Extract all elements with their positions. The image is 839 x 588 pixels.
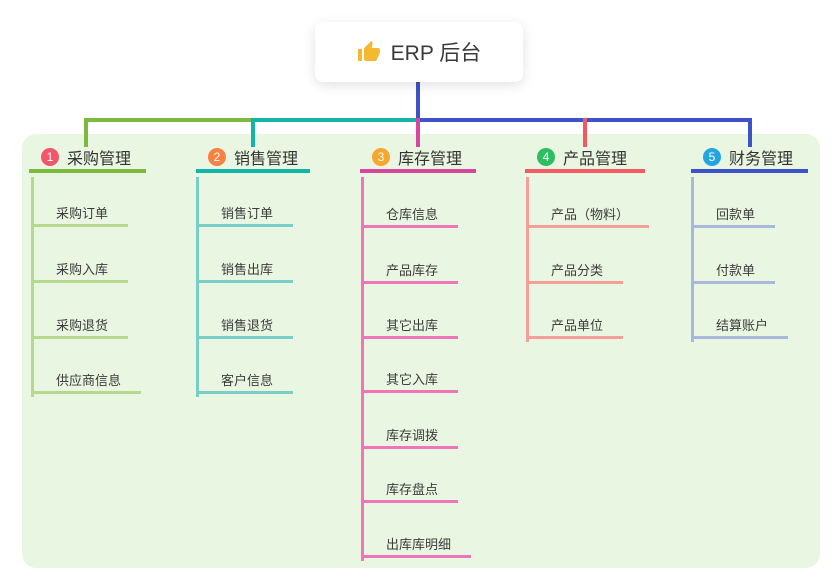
child-node[interactable]: 库存盘点 (361, 476, 459, 503)
child-node-label: 产品（物料） (551, 207, 630, 222)
background-panel (22, 134, 820, 568)
child-node[interactable]: 其它入库 (361, 366, 459, 393)
child-node[interactable]: 客户信息 (196, 367, 294, 394)
branch-number-badge: 1 (41, 148, 59, 166)
child-node[interactable]: 产品单位 (526, 312, 624, 339)
child-node-label: 结算账户 (716, 318, 769, 333)
root-label: ERP 后台 (390, 42, 482, 65)
branch-label: 财务管理 (729, 151, 794, 168)
child-node-label: 销售订单 (221, 206, 274, 221)
branch-drop-3 (416, 118, 420, 147)
child-node[interactable]: 采购退货 (31, 312, 129, 339)
branch-header-4[interactable]: 4 产品管理 (525, 145, 645, 173)
child-node-label: 供应商信息 (56, 373, 122, 388)
child-node-label: 其它出库 (386, 318, 439, 333)
child-node[interactable]: 产品（物料） (526, 201, 650, 228)
branch-number-badge: 5 (703, 148, 721, 166)
child-node-label: 采购入库 (56, 262, 109, 277)
child-node[interactable]: 付款单 (691, 257, 776, 284)
child-node-label: 仓库信息 (386, 207, 439, 222)
branch-label: 库存管理 (398, 151, 463, 168)
child-node-label: 其它入库 (386, 372, 439, 387)
top-connector-middle (253, 118, 418, 122)
thumbs-up-icon (357, 40, 381, 64)
child-node-label: 付款单 (716, 263, 756, 278)
branch-label: 采购管理 (67, 151, 132, 168)
branch-number-badge: 3 (372, 148, 390, 166)
child-node-label: 库存盘点 (386, 482, 439, 497)
branch-label: 产品管理 (563, 151, 628, 168)
child-node[interactable]: 销售退货 (196, 312, 294, 339)
child-node-label: 库存调拨 (386, 428, 439, 443)
branch-label: 销售管理 (234, 151, 299, 168)
child-node[interactable]: 结算账户 (691, 312, 789, 339)
child-node-label: 采购退货 (56, 318, 109, 333)
top-connector-left (84, 118, 253, 122)
branch-header-5[interactable]: 5 财务管理 (691, 145, 808, 173)
root-node[interactable]: ERP 后台 (315, 22, 523, 82)
child-node-label: 销售退货 (221, 318, 274, 333)
child-node[interactable]: 供应商信息 (31, 367, 142, 394)
child-node-label: 产品分类 (551, 263, 604, 278)
child-node[interactable]: 其它出库 (361, 312, 459, 339)
child-node-label: 客户信息 (221, 373, 274, 388)
branch-drop-1 (84, 118, 88, 147)
child-node[interactable]: 仓库信息 (361, 201, 459, 228)
child-node[interactable]: 库存调拨 (361, 422, 459, 449)
branch-drop-4 (583, 118, 587, 147)
root-connector-stem (416, 82, 420, 122)
branch-number-badge: 2 (208, 148, 226, 166)
child-node-label: 采购订单 (56, 206, 109, 221)
child-node-label: 回款单 (716, 207, 756, 222)
branch-stem-5 (691, 177, 694, 342)
branch-stem-3 (361, 177, 364, 561)
child-node[interactable]: 采购入库 (31, 256, 129, 283)
branch-stem-1 (31, 177, 34, 397)
child-node-label: 产品库存 (386, 263, 439, 278)
branch-drop-2 (251, 118, 255, 147)
child-node-label: 销售出库 (221, 262, 274, 277)
branch-stem-4 (526, 177, 529, 342)
child-node[interactable]: 采购订单 (31, 200, 129, 227)
child-node-label: 产品单位 (551, 318, 604, 333)
child-node[interactable]: 产品分类 (526, 257, 624, 284)
child-node[interactable]: 回款单 (691, 201, 776, 228)
branch-header-2[interactable]: 2 销售管理 (196, 145, 310, 173)
child-node-label: 出库库明细 (386, 537, 452, 552)
branch-header-1[interactable]: 1 采购管理 (29, 145, 146, 173)
branch-number-badge: 4 (537, 148, 555, 166)
branch-drop-5 (748, 118, 752, 147)
branch-stem-2 (196, 177, 199, 397)
branch-header-3[interactable]: 3 库存管理 (360, 145, 476, 173)
child-node[interactable]: 销售订单 (196, 200, 294, 227)
child-node[interactable]: 销售出库 (196, 256, 294, 283)
child-node[interactable]: 产品库存 (361, 257, 459, 284)
child-node[interactable]: 出库库明细 (361, 531, 472, 558)
